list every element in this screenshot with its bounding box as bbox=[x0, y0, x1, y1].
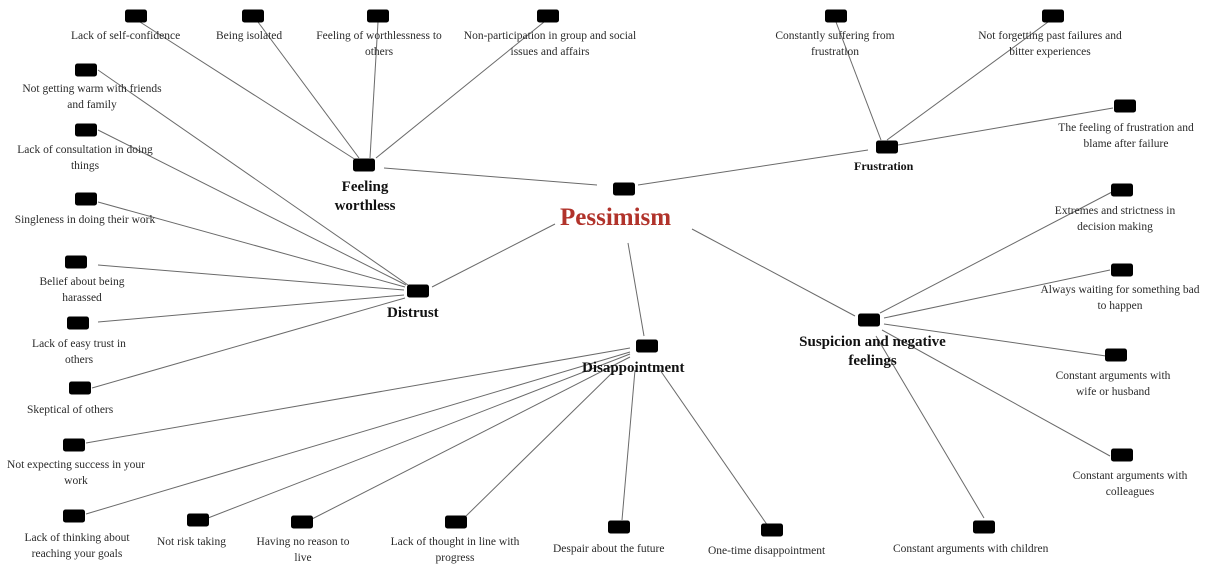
leaf-label[interactable]: Constant arguments with wife or husband bbox=[1055, 370, 1171, 398]
connector-line bbox=[375, 21, 545, 159]
leaf-label[interactable]: Constant arguments with colleagues bbox=[1072, 470, 1188, 498]
leaf-label[interactable]: Singleness in doing their work bbox=[14, 214, 156, 226]
connector-line bbox=[309, 356, 631, 521]
leaf-label[interactable]: Lack of thought in line with progress bbox=[390, 536, 520, 564]
connector-line bbox=[463, 369, 616, 519]
memo-node-icon[interactable] bbox=[761, 523, 783, 537]
leaf-label[interactable]: Not forgetting past failures and bitter … bbox=[978, 30, 1122, 58]
memo-node-icon[interactable] bbox=[1042, 9, 1064, 23]
memo-node-icon[interactable] bbox=[876, 140, 898, 154]
connector-line bbox=[879, 191, 1113, 314]
memo-node-icon[interactable] bbox=[367, 9, 389, 23]
connector-line bbox=[85, 351, 631, 515]
connector-line bbox=[883, 269, 1111, 319]
memo-node-icon[interactable] bbox=[1111, 263, 1133, 277]
leaf-label[interactable]: Constant arguments with children bbox=[893, 543, 1049, 555]
memo-node-icon[interactable] bbox=[187, 513, 209, 527]
theme-label-disappointment[interactable]: Disappointment bbox=[582, 360, 685, 376]
leaf-label[interactable]: Lack of consultation in doing things bbox=[17, 144, 153, 172]
connector-line bbox=[97, 129, 407, 286]
memo-node-icon[interactable] bbox=[825, 9, 847, 23]
memo-node-icon[interactable] bbox=[242, 9, 264, 23]
leaf-label[interactable]: Belief about being harassed bbox=[39, 276, 125, 304]
theme-label-frustration[interactable]: Frustration bbox=[854, 159, 914, 173]
memo-node-icon[interactable] bbox=[858, 313, 880, 327]
connector-line bbox=[383, 167, 598, 186]
leaf-label[interactable]: Having no reason to live bbox=[256, 536, 350, 564]
connector-line bbox=[97, 201, 406, 288]
connector-line bbox=[659, 369, 769, 527]
connector-lines bbox=[85, 21, 1114, 527]
connector-line bbox=[875, 335, 985, 519]
connector-line bbox=[97, 69, 409, 286]
connector-line bbox=[207, 353, 631, 519]
leaf-label[interactable]: Constantly suffering from frustration bbox=[775, 30, 895, 58]
leaf-label[interactable]: Lack of self-confidence bbox=[71, 30, 181, 42]
memo-node-icon[interactable] bbox=[407, 284, 429, 298]
leaf-label[interactable]: Lack of thinking about reaching your goa… bbox=[24, 532, 130, 560]
connector-line bbox=[883, 323, 1107, 357]
leaf-label[interactable]: Extremes and strictness in decision maki… bbox=[1054, 205, 1176, 233]
memo-node-icon[interactable] bbox=[75, 123, 97, 137]
leaf-label[interactable]: Always waiting for something bad to happ… bbox=[1040, 284, 1200, 312]
leaf-label[interactable]: Skeptical of others bbox=[27, 404, 114, 416]
memo-node-icon[interactable] bbox=[608, 520, 630, 534]
memo-node-icon[interactable] bbox=[1105, 348, 1127, 362]
memo-node-icon[interactable] bbox=[636, 339, 658, 353]
center-topic-label[interactable]: Pessimism bbox=[560, 204, 672, 231]
connector-line bbox=[627, 242, 645, 337]
memo-node-icon[interactable] bbox=[537, 9, 559, 23]
connector-line bbox=[637, 149, 869, 186]
leaf-label[interactable]: One-time disappointment bbox=[708, 545, 826, 557]
memo-node-icon[interactable] bbox=[1111, 183, 1133, 197]
connector-line bbox=[97, 264, 405, 291]
memo-node-icon[interactable] bbox=[63, 509, 85, 523]
memo-node-icon[interactable] bbox=[1114, 99, 1136, 113]
memo-node-icon[interactable] bbox=[63, 438, 85, 452]
memo-node-icon[interactable] bbox=[445, 515, 467, 529]
connector-line bbox=[886, 21, 1049, 141]
leaf-label[interactable]: Non-participation in group and social is… bbox=[463, 30, 637, 58]
connector-line bbox=[97, 294, 405, 323]
memo-node-icon[interactable] bbox=[75, 63, 97, 77]
leaf-label[interactable]: Being isolated bbox=[216, 30, 283, 42]
memo-node-icon[interactable] bbox=[1111, 448, 1133, 462]
leaf-label[interactable]: Feeling of worthlessness to others bbox=[316, 30, 442, 58]
theme-text: Feeling worthless bbox=[334, 179, 396, 214]
leaf-label[interactable]: Not expecting success in your work bbox=[7, 459, 145, 487]
connector-line bbox=[897, 107, 1114, 146]
theme-text: Suspicion and negative feelings bbox=[799, 334, 946, 369]
connector-line bbox=[431, 223, 556, 288]
memo-node-icon[interactable] bbox=[613, 182, 635, 196]
theme-label-suspicion[interactable]: Suspicion and negative feelings bbox=[795, 333, 950, 371]
connector-line bbox=[139, 21, 357, 161]
connector-line bbox=[881, 329, 1111, 457]
connector-line bbox=[85, 347, 631, 444]
memo-node-icon[interactable] bbox=[353, 158, 375, 172]
memo-node-icon[interactable] bbox=[973, 520, 995, 534]
theme-label-distrust[interactable]: Distrust bbox=[387, 305, 439, 321]
leaf-label[interactable]: Not risk taking bbox=[157, 536, 226, 548]
connector-line bbox=[835, 21, 882, 141]
memo-node-icon[interactable] bbox=[75, 192, 97, 206]
theme-label-feeling-worthless[interactable]: Feeling worthless bbox=[320, 178, 410, 216]
connector-line bbox=[691, 228, 856, 317]
leaf-label[interactable]: Lack of easy trust in others bbox=[32, 338, 126, 366]
leaf-label[interactable]: Not getting warm with friends and family bbox=[22, 83, 162, 111]
memo-node-icon[interactable] bbox=[65, 255, 87, 269]
memo-node-icon[interactable] bbox=[67, 316, 89, 330]
node-icons bbox=[63, 9, 1136, 537]
leaf-label[interactable]: Despair about the future bbox=[553, 543, 665, 555]
connector-line bbox=[257, 21, 360, 159]
memo-node-icon[interactable] bbox=[69, 381, 91, 395]
leaf-label[interactable]: The feeling of frustration and blame aft… bbox=[1058, 122, 1194, 150]
memo-node-icon[interactable] bbox=[125, 9, 147, 23]
connector-line bbox=[621, 369, 636, 521]
connector-line bbox=[91, 297, 406, 389]
connector-line bbox=[369, 21, 379, 159]
memo-node-icon[interactable] bbox=[291, 515, 313, 529]
